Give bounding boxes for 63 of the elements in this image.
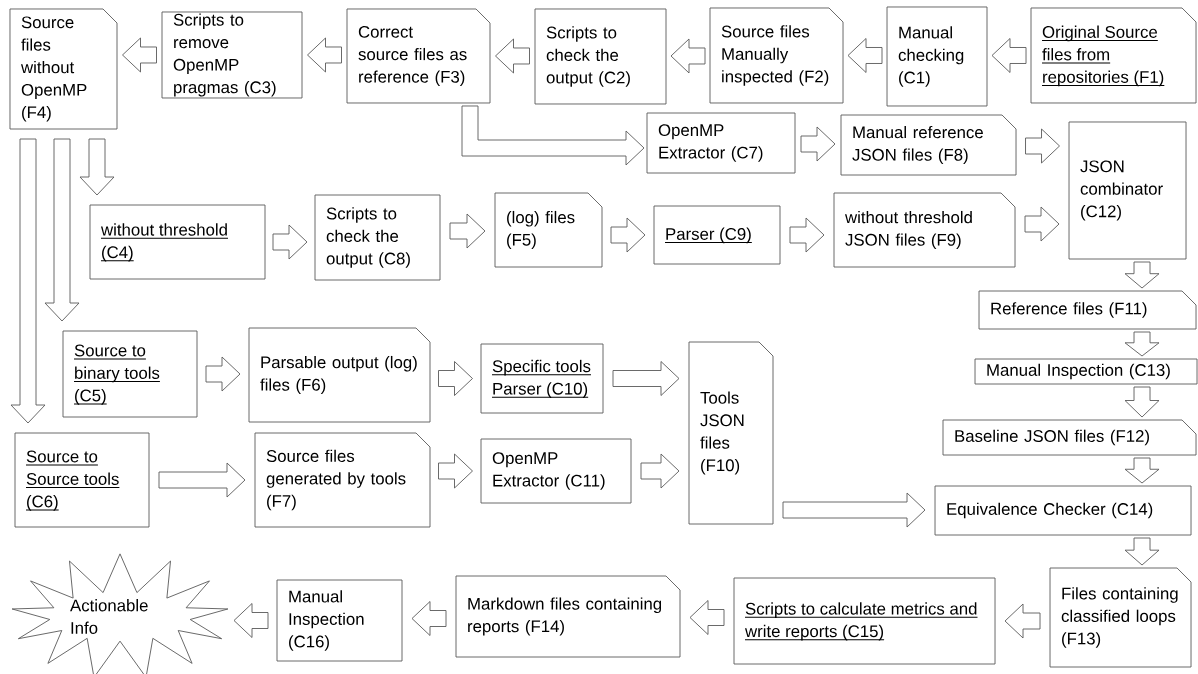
- block-arrow: [1024, 206, 1060, 242]
- block-arrow: [461, 105, 645, 166]
- document-box: Source files generated by tools (F7): [254, 432, 431, 528]
- block-arrow: [205, 356, 241, 392]
- document-box: Reference files (F11): [978, 290, 1197, 330]
- block-arrow: [847, 38, 883, 73]
- block-arrow: [1124, 261, 1160, 289]
- block-arrow: [1124, 537, 1160, 566]
- document-box: Baseline JSON files (F12): [942, 419, 1197, 456]
- block-arrow: [610, 217, 646, 253]
- block-arrow: [307, 37, 342, 73]
- block-arrow: [689, 600, 725, 635]
- block-arrow: [44, 138, 80, 322]
- process-box: Source to binary tools (C5): [62, 330, 198, 418]
- block-arrow: [449, 213, 486, 249]
- block-arrow: [782, 492, 926, 528]
- process-box: OpenMP Extractor (C11): [480, 438, 632, 504]
- block-arrow: [1025, 128, 1060, 164]
- block-arrow: [158, 462, 246, 498]
- process-box: Specific tools Parser (C10): [480, 343, 604, 414]
- block-arrow: [640, 453, 680, 489]
- block-arrow: [1124, 386, 1160, 418]
- document-box: without threshold JSON files (F9): [833, 192, 1016, 268]
- process-box: Scripts to remove OpenMP pragmas (C3): [161, 11, 303, 99]
- document-box: Correct source files as reference (F3): [346, 8, 491, 104]
- process-box: Scripts to check the output (C2): [534, 8, 667, 105]
- document-box: Files containing classified loops (F13): [1049, 567, 1192, 668]
- block-arrow: [991, 38, 1027, 73]
- process-box: Manual Inspection (C13): [974, 358, 1198, 385]
- document-box: Original Source files from repositories (F1): [1030, 7, 1197, 104]
- process-box: Equivalence Checker (C14): [934, 485, 1192, 536]
- block-arrow: [79, 138, 115, 196]
- block-arrow: [438, 453, 473, 489]
- document-box: Parsable output (log) files (F6): [248, 327, 431, 423]
- block-arrow: [670, 38, 706, 74]
- document-box: (log) files (F5): [494, 192, 603, 268]
- process-box: Parser (C9): [653, 205, 781, 265]
- block-arrow: [438, 361, 473, 396]
- document-box: Source files Manually inspected (F2): [709, 7, 844, 104]
- block-arrow: [10, 138, 46, 424]
- process-box: Manual Inspection (C16): [276, 579, 403, 662]
- block-arrow: [800, 126, 836, 162]
- block-arrow: [789, 217, 825, 253]
- process-box: Manual checking (C1): [886, 6, 988, 107]
- block-arrow: [1004, 603, 1041, 639]
- document-box: Manual reference JSON files (F8): [840, 114, 1017, 176]
- process-box: Scripts to check the output (C8): [314, 194, 441, 281]
- block-arrow: [272, 224, 308, 260]
- block-arrow: [1124, 331, 1160, 357]
- process-box: OpenMP Extractor (C7): [646, 112, 796, 174]
- process-box: JSON combinator (C12): [1068, 121, 1187, 260]
- block-arrow: [233, 603, 269, 638]
- block-arrow: [122, 37, 157, 73]
- block-arrow: [495, 38, 530, 74]
- document-box: Source files without OpenMP (F4): [9, 8, 118, 130]
- block-arrow: [612, 361, 680, 396]
- block-arrow: [1124, 457, 1160, 484]
- block-arrow: [411, 601, 447, 636]
- process-box: Scripts to calculate metrics and write reports (C15): [733, 577, 996, 665]
- document-box: Markdown files containing reports (F14): [455, 575, 681, 658]
- process-box: Source to Source tools (C6): [14, 432, 150, 528]
- process-box: without threshold (C4): [89, 204, 266, 280]
- document-box: Tools JSON files (F10): [688, 341, 774, 525]
